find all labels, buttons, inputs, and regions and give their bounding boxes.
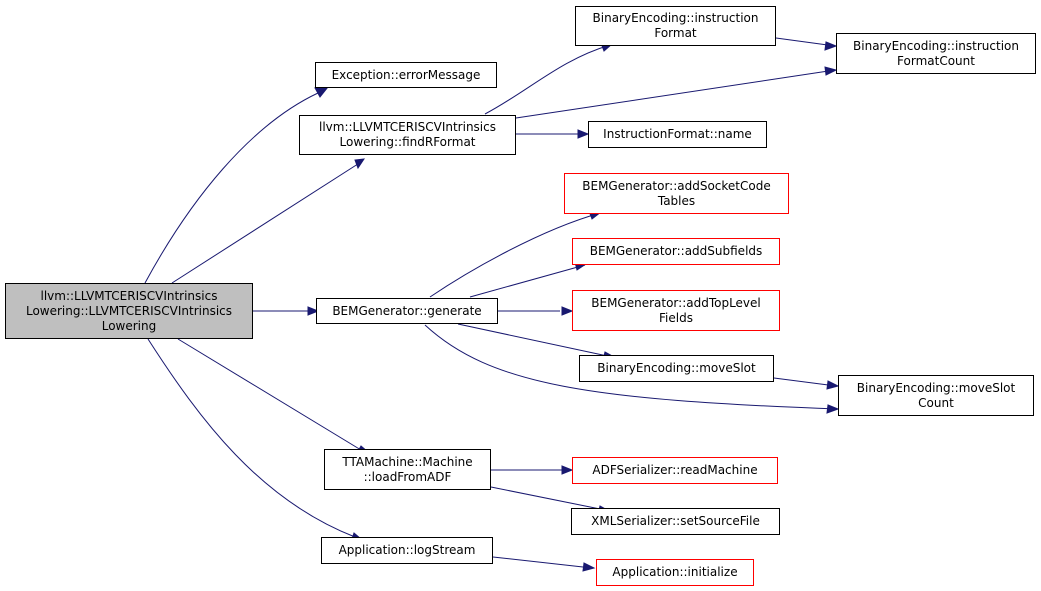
node-find-rformat[interactable]: llvm::LLVMTCERISCVIntrinsics Lowering::f… <box>299 115 516 155</box>
arrowhead-initialize <box>582 562 596 572</box>
arrowhead-read-machine <box>561 465 574 475</box>
node-set-source-file[interactable]: XMLSerializer::setSourceFile <box>571 508 780 535</box>
node-add-top-level-fields[interactable]: BEMGenerator::addTopLevel Fields <box>572 290 780 331</box>
node-add-socket-code-tables[interactable]: BEMGenerator::addSocketCode Tables <box>564 173 789 214</box>
edge-find-rformat-instruction-format <box>484 44 611 115</box>
node-move-slot[interactable]: BinaryEncoding::moveSlot <box>579 355 774 382</box>
node-add-subfields[interactable]: BEMGenerator::addSubfields <box>572 238 780 265</box>
arrowhead-move-slot-count-2 <box>826 380 840 390</box>
arrowhead-name <box>577 129 590 139</box>
edge-generate-move-slot <box>457 323 613 358</box>
arrowhead-format-count-1 <box>824 66 838 76</box>
arrowhead-find-rformat <box>354 158 366 170</box>
node-move-slot-count[interactable]: BinaryEncoding::moveSlot Count <box>838 375 1034 416</box>
edge-generate-socket-tables <box>429 212 601 298</box>
edge-find-rformat-format-count <box>515 69 836 119</box>
edge-load-set-source-file <box>490 486 606 511</box>
edge-root-error-message <box>144 92 319 284</box>
arrowhead-bem-generate <box>307 306 320 316</box>
edge-move-slot-count <box>773 377 837 387</box>
edge-generate-move-slot-count <box>424 324 839 410</box>
node-app-initialize[interactable]: Application::initialize <box>596 559 754 586</box>
edge-root-log-stream <box>147 338 356 538</box>
node-root-constructor: llvm::LLVMTCERISCVIntrinsics Lowering::L… <box>5 283 253 339</box>
edge-root-load-from-adf <box>177 338 362 451</box>
edge-generate-subfields <box>469 264 586 298</box>
node-load-from-adf[interactable]: TTAMachine::Machine ::loadFromADF <box>324 449 491 490</box>
edge-root-find-rformat <box>171 161 362 284</box>
node-exception-error-message[interactable]: Exception::errorMessage <box>315 62 497 88</box>
node-log-stream[interactable]: Application::logStream <box>321 537 493 564</box>
node-bem-generate[interactable]: BEMGenerator::generate <box>316 298 498 324</box>
node-instruction-format[interactable]: BinaryEncoding::instruction Format <box>575 6 776 46</box>
edge-log-stream-initialize <box>492 556 584 568</box>
arrowhead-move-slot-count-1 <box>826 404 840 414</box>
node-instruction-format-count[interactable]: BinaryEncoding::instruction FormatCount <box>836 33 1036 74</box>
arrowhead-error-message <box>314 86 330 98</box>
node-instruction-format-name[interactable]: InstructionFormat::name <box>588 121 767 148</box>
node-read-machine[interactable]: ADFSerializer::readMachine <box>572 457 778 484</box>
arrowhead-format-count-2 <box>824 41 838 51</box>
arrowhead-top-level <box>561 306 574 316</box>
